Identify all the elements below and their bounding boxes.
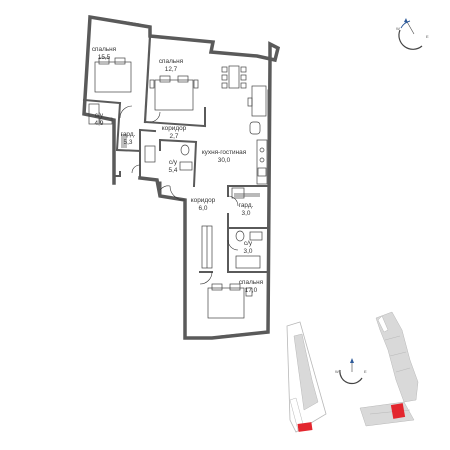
- compass-letter-w: W: [396, 26, 400, 31]
- dining-table-icon: [221, 65, 247, 89]
- room-label-bathroom-3: с/у: [244, 240, 253, 247]
- room-label-bathroom-1: с/у: [95, 112, 104, 119]
- site-plan: W E: [286, 311, 419, 433]
- room-area-bedroom-1: 15,5: [98, 54, 111, 61]
- sofa-icon: [247, 85, 267, 117]
- room-label-bedroom-2: спальня: [159, 58, 184, 65]
- room-label-bedroom-3: спальня: [239, 279, 264, 286]
- room-area-wardrobe-2: 3,0: [242, 210, 251, 217]
- room-area-corridor-1: 2,7: [170, 133, 179, 140]
- kitchen-counter-icon: [256, 139, 268, 185]
- room-area-bedroom-2: 12,7: [165, 66, 178, 73]
- room-area-wardrobe-1: 5,3: [124, 139, 133, 146]
- sink-icon: [99, 117, 113, 125]
- room-label-bathroom-2: с/у: [169, 159, 178, 166]
- apartment-highlight: [390, 403, 406, 419]
- door-swings: [119, 105, 239, 285]
- bed-icon: [149, 75, 199, 111]
- room-area-bathroom-3: 3,0: [244, 248, 253, 255]
- room-label-kitchen-living: кухня-гостиная: [202, 149, 247, 156]
- armchair-icon: [249, 121, 261, 135]
- compass-letter-e: E: [364, 369, 367, 374]
- apartment-highlight: [297, 422, 313, 432]
- compass-icon: W E: [396, 18, 429, 50]
- shelf-icon: [121, 134, 127, 148]
- room-area-bedroom-3: 17,0: [245, 287, 258, 294]
- room-area-corridor-2: 6,0: [199, 205, 208, 212]
- room-labels: спальня 15,5 спальня 12,7 с/у 4,9 гард. …: [92, 46, 264, 294]
- toilet-icon: [144, 144, 193, 171]
- apartment-walls: [82, 14, 281, 340]
- compass-icon: W E: [335, 358, 367, 385]
- room-label-corridor-2: коридор: [191, 197, 216, 204]
- toilet-icon: [235, 230, 263, 269]
- furniture: [88, 57, 268, 319]
- room-area-bathroom-1: 4,9: [95, 120, 104, 127]
- room-area-bathroom-2: 5,4: [169, 167, 178, 174]
- compass-letter-e: E: [426, 34, 429, 39]
- bed-icon: [207, 283, 253, 319]
- bathtub-icon: [88, 103, 100, 125]
- room-label-wardrobe-1: гард.: [121, 131, 136, 138]
- room-label-bedroom-1: спальня: [92, 46, 117, 53]
- compass-letter-w: W: [335, 369, 339, 374]
- room-label-wardrobe-2: гард.: [239, 202, 254, 209]
- room-label-corridor-1: коридор: [162, 125, 187, 132]
- room-area-kitchen-living: 30,0: [218, 157, 231, 164]
- bed-icon: [94, 57, 132, 93]
